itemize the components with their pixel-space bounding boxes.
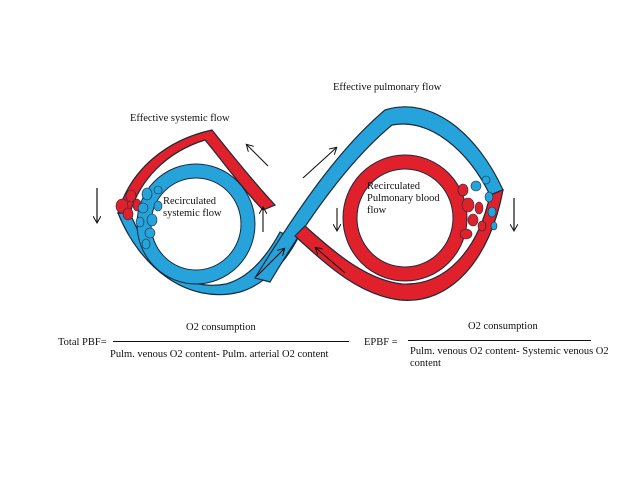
epbf-denominator: Pulm. venous O2 content- Systemic venous…	[410, 346, 609, 370]
total-pbf-fraction-bar	[113, 341, 349, 342]
recirculated-systemic-flow-label: Recirculated systemic flow	[163, 196, 222, 220]
effective-systemic-flow-label: Effective systemic flow	[130, 113, 230, 124]
arrow-pulmonary-lower	[316, 248, 346, 274]
effective-pulmonary-flow-label: Effective pulmonary flow	[333, 82, 442, 93]
arrow-pulmonary-upper	[302, 148, 336, 179]
pulmonary-venous-band	[294, 189, 504, 301]
pulmonary-capillary-bed	[457, 175, 498, 240]
epbf-label: EPBF =	[364, 337, 398, 348]
recirculated-pulmonary-flow-label: Recirculated Pulmonary blood flow	[367, 181, 440, 217]
total-pbf-label: Total PBF=	[58, 337, 107, 348]
total-pbf-numerator: O2 consumption	[186, 322, 256, 333]
total-pbf-denominator: Pulm. venous O2 content- Pulm. arterial …	[110, 349, 329, 360]
arrow-systemic-lower	[256, 249, 284, 277]
systemic-arterial-band	[117, 129, 277, 214]
recirculated-systemic-ring-fill	[137, 164, 255, 284]
arrow-systemic-upper	[247, 145, 269, 167]
recirculated-pulmonary-ring-fill	[343, 155, 467, 281]
epbf-fraction-bar	[408, 340, 591, 341]
epbf-numerator: O2 consumption	[468, 321, 538, 332]
systemic-capillary-bed	[115, 185, 163, 250]
